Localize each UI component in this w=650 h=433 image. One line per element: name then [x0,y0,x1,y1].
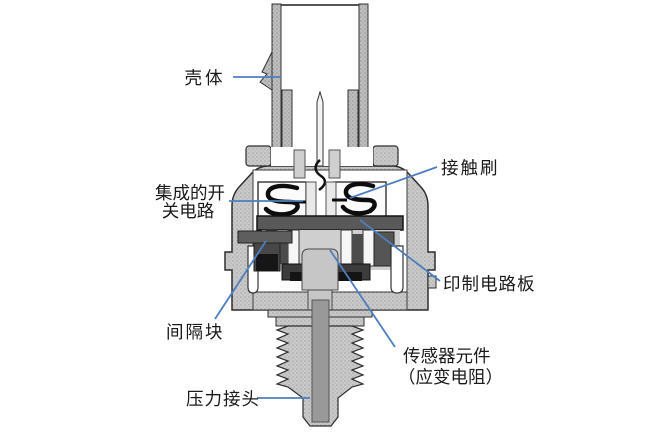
leader-sensor-element [329,249,396,348]
shell-retention-barb [259,51,273,91]
central-bore [311,299,330,423]
leader-pcb [359,219,441,282]
printed-circuit-board [256,215,404,231]
label-pcb: 印制电路板 [443,275,536,295]
crimp-collar-right [372,145,399,167]
label-switch-circuit-line1: 集成的开 [155,184,225,204]
label-contact-brush: 接触刷 [441,159,500,179]
label-pressure-port: 压力接头 [186,390,260,410]
connector-shell [259,3,369,167]
dark-insert [277,234,288,264]
leader-lines [214,76,441,399]
pin-channel-guide-left [293,149,306,179]
leader-spacer [214,240,267,320]
threaded-port [267,299,373,427]
shell-left-wall [271,3,282,167]
labels: 壳体 接触刷 集成的开 关电路 印制电路板 间隔块 传感器元件 （应变电阻） 压… [155,69,536,410]
leader-contact-brush [349,166,438,199]
center-post [305,181,317,217]
label-spacer: 间隔块 [166,323,225,343]
contact-brush-right [332,181,377,216]
label-sensor-element-line2: （应变电阻） [398,368,503,388]
pressure-plunger [301,248,339,291]
standoff-post [362,229,375,267]
label-switch-circuit-line2: 关电路 [162,202,215,222]
label-sensor-element-line1: 传感器元件 [403,347,491,367]
dark-insert [352,234,363,264]
shell-right-wall [358,3,369,167]
label-housing: 壳体 [185,69,226,89]
flexible-contact-squiggle [314,159,327,192]
pin-channel-guide-right [328,149,341,179]
contact-brush-left [263,183,306,217]
crimp-slot-right [390,245,404,294]
standoff-post [340,229,353,267]
terminal-pin [316,90,324,167]
crimp-collar-left [245,145,272,167]
spacer-block [237,230,293,272]
